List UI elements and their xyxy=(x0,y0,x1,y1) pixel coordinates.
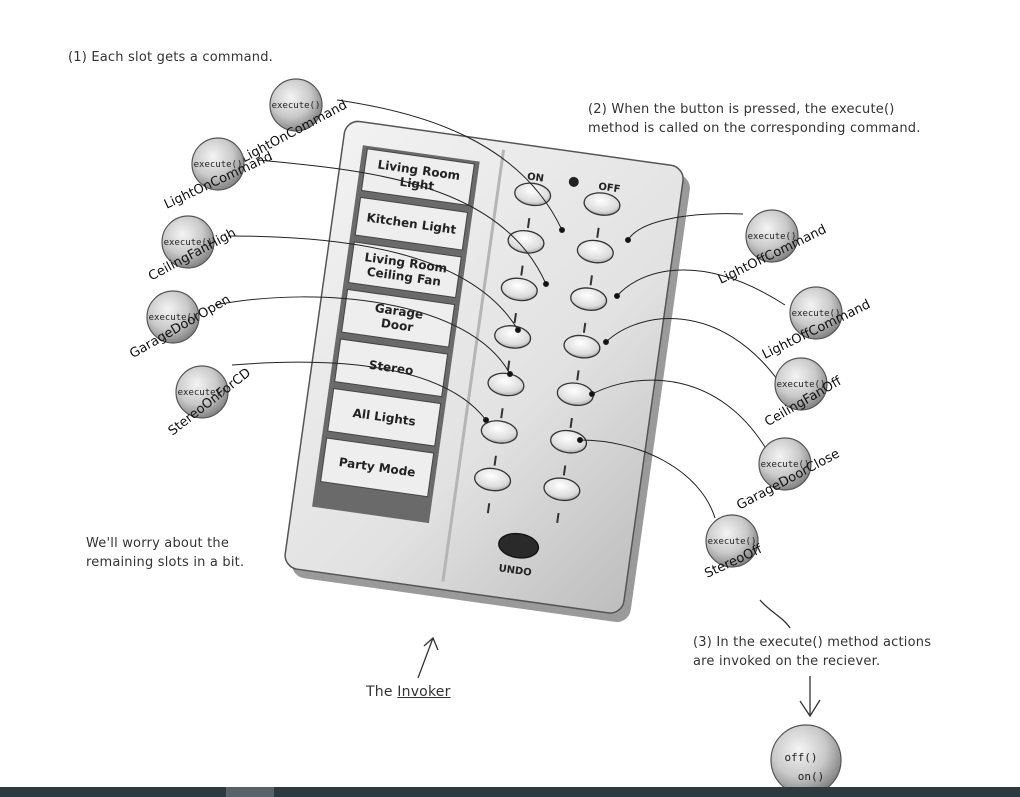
connector-dot xyxy=(507,371,513,377)
taskbar-strip xyxy=(0,787,1020,797)
connector-line xyxy=(616,269,786,306)
on-button-7[interactable] xyxy=(473,466,512,493)
on-label: ON xyxy=(526,171,544,184)
command-ball xyxy=(191,137,245,191)
command-left-5: execute()StereoOnForCD xyxy=(166,365,254,439)
slot-label-7: Party Mode xyxy=(320,437,435,498)
command-ball xyxy=(161,215,215,269)
command-left-1: execute()LightOnCommand xyxy=(239,78,350,166)
slot-label-text: Light xyxy=(399,175,436,194)
command-right-3: execute()CeilingFanOff xyxy=(762,357,845,430)
slot-label-4: GarageDoor xyxy=(341,288,456,348)
command-method: execute() xyxy=(149,313,198,323)
command-left-3: execute()CeilingFanHigh xyxy=(146,215,239,284)
command-method: execute() xyxy=(178,388,227,398)
command-method: execute() xyxy=(792,309,841,319)
connector-line xyxy=(336,99,563,231)
command-left-4: execute()GarageDoorOpen xyxy=(127,290,233,362)
off-button-7[interactable] xyxy=(543,476,582,503)
command-method: execute() xyxy=(164,238,213,248)
command-right-1: execute()LightOffCommand xyxy=(716,209,829,288)
off-button-4[interactable] xyxy=(563,333,602,360)
command-ball xyxy=(789,286,843,340)
command-ball xyxy=(758,437,812,491)
connector-dot xyxy=(577,437,583,443)
connector-line xyxy=(591,379,769,453)
off-button-6[interactable] xyxy=(549,428,588,455)
connector-line xyxy=(214,296,511,375)
off-button-2[interactable] xyxy=(576,238,615,265)
on-button-1[interactable] xyxy=(513,181,552,208)
connector-dot xyxy=(483,417,489,423)
command-method: execute() xyxy=(761,460,810,470)
command-method: execute() xyxy=(748,232,797,242)
connector-dot xyxy=(515,327,521,333)
slot-label-text: Door xyxy=(380,316,414,334)
command-ball xyxy=(774,357,828,411)
command-method: execute() xyxy=(708,537,757,547)
on-button-4[interactable] xyxy=(493,324,532,351)
off-button-3[interactable] xyxy=(569,286,608,313)
slot-label-text: Garage xyxy=(374,301,424,322)
invoker-arrow xyxy=(417,636,439,679)
command-ball xyxy=(269,78,323,132)
connector-dot xyxy=(603,339,609,345)
undo-label: UNDO xyxy=(498,563,533,579)
led-indicator xyxy=(568,176,579,187)
slot-label-6: All Lights xyxy=(327,387,442,447)
off-button-1[interactable] xyxy=(583,191,622,218)
undo-button[interactable] xyxy=(497,531,540,560)
connector-line xyxy=(227,235,519,331)
command-ball xyxy=(175,365,229,419)
receiver-arrow xyxy=(799,676,821,718)
connector-dot xyxy=(559,227,565,233)
receiver-off: off() xyxy=(784,751,817,764)
command-method: execute() xyxy=(777,380,826,390)
connector-line xyxy=(579,439,716,519)
connector-dot xyxy=(543,281,549,287)
command-ball xyxy=(146,290,200,344)
on-button-2[interactable] xyxy=(507,228,546,255)
command-method: execute() xyxy=(272,101,321,111)
off-label: OFF xyxy=(598,181,621,195)
press-note: (2) When the button is pressed, the exec… xyxy=(588,102,921,136)
command-right-5: execute()StereoOff xyxy=(702,514,766,582)
remote-ridge xyxy=(441,149,506,582)
command-method: execute() xyxy=(194,160,243,170)
connector-line xyxy=(257,159,547,285)
command-ball xyxy=(745,209,799,263)
connector-dot xyxy=(614,293,620,299)
remaining-slots-note: We'll worry about the remaining slots in… xyxy=(86,536,245,570)
on-button-3[interactable] xyxy=(500,276,539,303)
slot-label-2: Kitchen Light xyxy=(354,196,469,251)
connector-line xyxy=(231,361,487,421)
connector-line xyxy=(605,318,781,384)
command-right-2: execute()LightOffCommand xyxy=(760,286,873,363)
connector-dot xyxy=(625,237,631,243)
slot-note: (1) Each slot gets a command. xyxy=(68,50,273,65)
receiver-on: on() xyxy=(798,770,825,783)
execute-note: (3) In the execute() method actions are … xyxy=(693,635,932,669)
connector-line xyxy=(627,213,744,241)
connector-dot xyxy=(589,391,595,397)
command-ball xyxy=(705,514,759,568)
receiver-ball: off() on() xyxy=(770,724,842,796)
invoker-label: The Invoker xyxy=(366,684,451,700)
on-button-6[interactable] xyxy=(480,419,519,446)
stereooff-arrow xyxy=(759,599,791,629)
command-right-4: execute()GarageDoorClose xyxy=(734,437,842,513)
taskbar-chip xyxy=(226,787,274,797)
